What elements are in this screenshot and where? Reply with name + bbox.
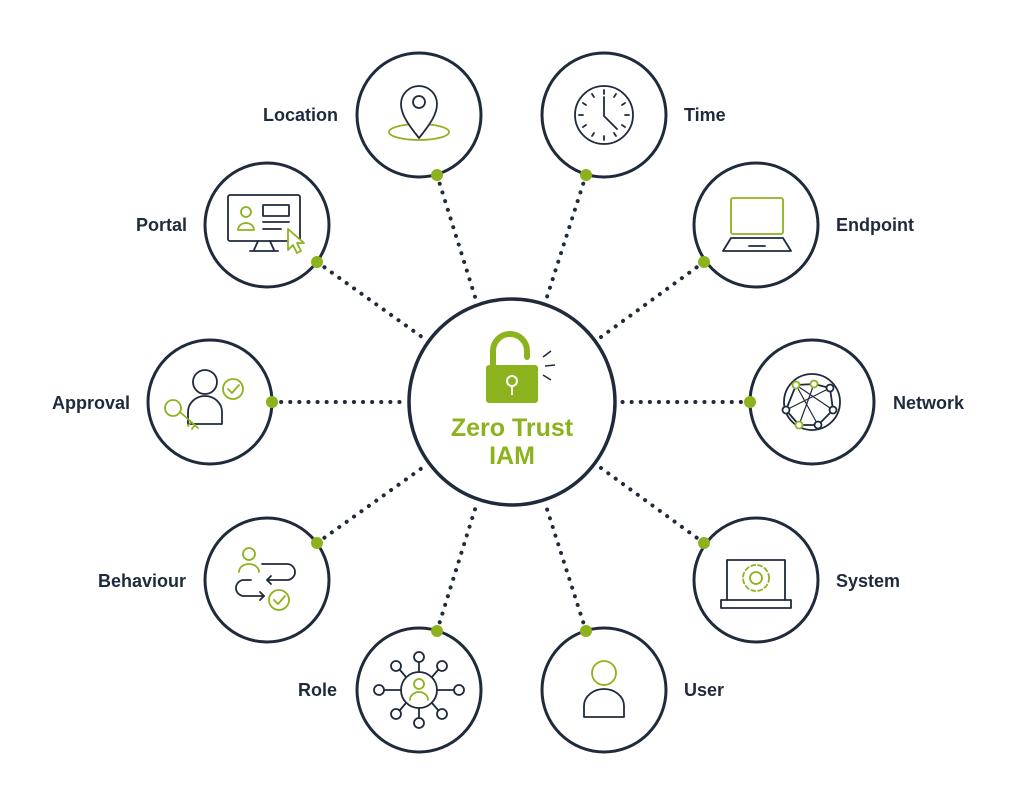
connector-location — [435, 173, 478, 302]
connector-time — [544, 173, 588, 302]
dot-approval — [266, 396, 278, 408]
dot-role — [431, 625, 443, 637]
center-title-line1: Zero Trust — [450, 414, 574, 442]
connector-role — [435, 504, 478, 633]
connector-user — [544, 504, 588, 633]
dot-system — [698, 537, 710, 549]
center-title-line2: IAM — [489, 442, 535, 470]
laptop-gear-icon — [720, 559, 792, 609]
label-user: User — [684, 680, 725, 700]
role-hub-icon — [373, 651, 465, 729]
node-circle-endpoint — [692, 161, 820, 289]
label-approval: Approval — [51, 393, 130, 413]
label-behaviour: Behaviour — [97, 571, 186, 591]
label-role: Role — [297, 680, 337, 700]
label-system: System — [836, 571, 901, 591]
node-circle-role — [355, 626, 483, 754]
clock-icon — [574, 85, 634, 145]
connector-endpoint — [599, 260, 706, 339]
label-time: Time — [684, 105, 726, 125]
globe-network-icon — [781, 373, 841, 431]
node-circle-system — [692, 516, 820, 644]
map-pin-icon — [388, 85, 450, 141]
laptop-icon — [722, 197, 792, 252]
user-flow-check-icon — [235, 547, 296, 611]
label-location: Location — [263, 105, 338, 125]
user-key-check-icon — [164, 369, 244, 430]
node-circle-portal — [203, 161, 331, 289]
node-circle-network — [748, 338, 876, 466]
node-circle-user — [540, 626, 668, 754]
label-portal: Portal — [135, 215, 187, 235]
user-icon — [583, 660, 625, 718]
connector-system — [599, 466, 706, 545]
monitor-profile-cursor-icon — [227, 194, 305, 254]
dot-portal — [311, 256, 323, 268]
unlocked-padlock-icon — [486, 331, 556, 403]
connector-behaviour — [315, 466, 424, 545]
dot-location — [431, 169, 443, 181]
connector-portal — [315, 260, 424, 339]
dot-network — [744, 396, 756, 408]
dot-behaviour — [311, 537, 323, 549]
center-title: Zero Trust IAM — [412, 414, 612, 470]
dot-user — [580, 625, 592, 637]
dot-time — [580, 169, 592, 181]
dot-endpoint — [698, 256, 710, 268]
label-network: Network — [893, 393, 965, 413]
label-endpoint: Endpoint — [836, 215, 914, 235]
